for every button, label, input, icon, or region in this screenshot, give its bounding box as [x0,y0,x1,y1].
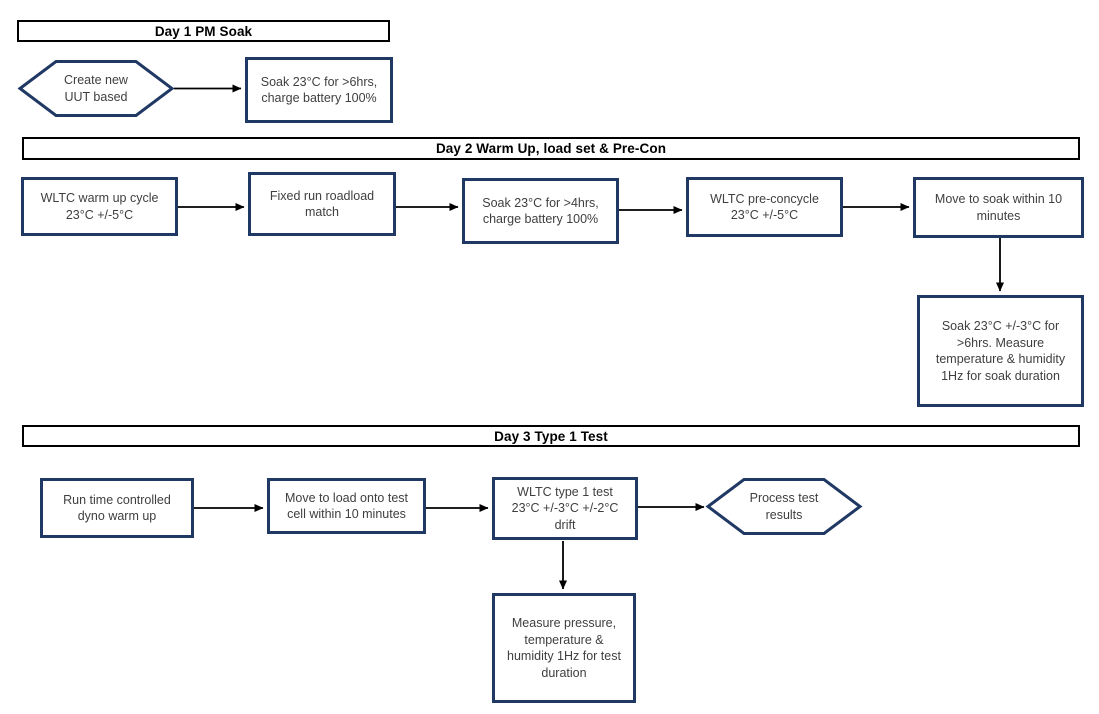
node-create-new-uut: Create new UUT based [17,60,175,117]
node-label-text: Move to load onto test cell within 10 mi… [285,490,408,522]
node-label-text: Soak 23°C for >6hrs, charge battery 100% [260,74,378,106]
node-move-to-soak: Move to soak within 10 minutes [913,177,1084,238]
node-wltc-type1-test: WLTC type 1 test 23°C +/-3°C +/-2°C drif… [492,477,638,540]
section-title-day3: Day 3 Type 1 Test [22,425,1080,447]
section-title-day2: Day 2 Warm Up, load set & Pre-Con [22,137,1080,160]
node-measure-pressure: Measure pressure, temperature & humidity… [492,593,636,703]
node-label-text: Soak 23°C for >4hrs, charge battery 100% [482,195,599,227]
node-move-to-test-cell: Move to load onto test cell within 10 mi… [267,478,426,534]
node-label: Create new UUT based [20,60,172,117]
hexagon-shape [705,478,863,535]
node-label-text: Create new UUT based [64,73,128,104]
node-label-text: Process test results [749,491,819,522]
node-process-test-results: Process test results [705,478,863,535]
node-label-text: WLTC type 1 test 23°C +/-3°C +/-2°C drif… [511,484,619,532]
node-soak-4hrs: Soak 23°C for >4hrs, charge battery 100% [462,178,619,244]
node-label-text: Run time controlled dyno warm up [63,492,171,524]
node-label-text: WLTC warm up cycle 23°C +/-5°C [40,191,159,222]
node-label-text: WLTC pre-concycle 23°C +/-5°C [710,191,819,223]
node-label-text: Move to soak within 10 minutes [934,192,1063,223]
node-soak-measure-humidity: Soak 23°C +/-3°C for >6hrs. Measure temp… [917,295,1084,407]
node-label-text: Fixed run roadload match [269,188,375,220]
node-day1-soak: Soak 23°C for >6hrs, charge battery 100% [245,57,393,123]
node-dyno-warmup: Run time controlled dyno warm up [40,478,194,538]
node-label-text: Soak 23°C +/-3°C for >6hrs. Measure temp… [935,319,1066,383]
node-fixed-run-roadload: Fixed run roadload match [248,172,396,236]
node-wltc-warmup-cycle: WLTC warm up cycle 23°C +/-5°C [21,177,178,236]
node-wltc-precon-cycle: WLTC pre-concycle 23°C +/-5°C [686,177,843,237]
hexagon-shape [17,60,175,117]
node-label-text: Measure pressure, temperature & humidity… [507,616,621,680]
section-title-day1: Day 1 PM Soak [17,20,390,42]
node-label: Process test results [708,478,860,535]
